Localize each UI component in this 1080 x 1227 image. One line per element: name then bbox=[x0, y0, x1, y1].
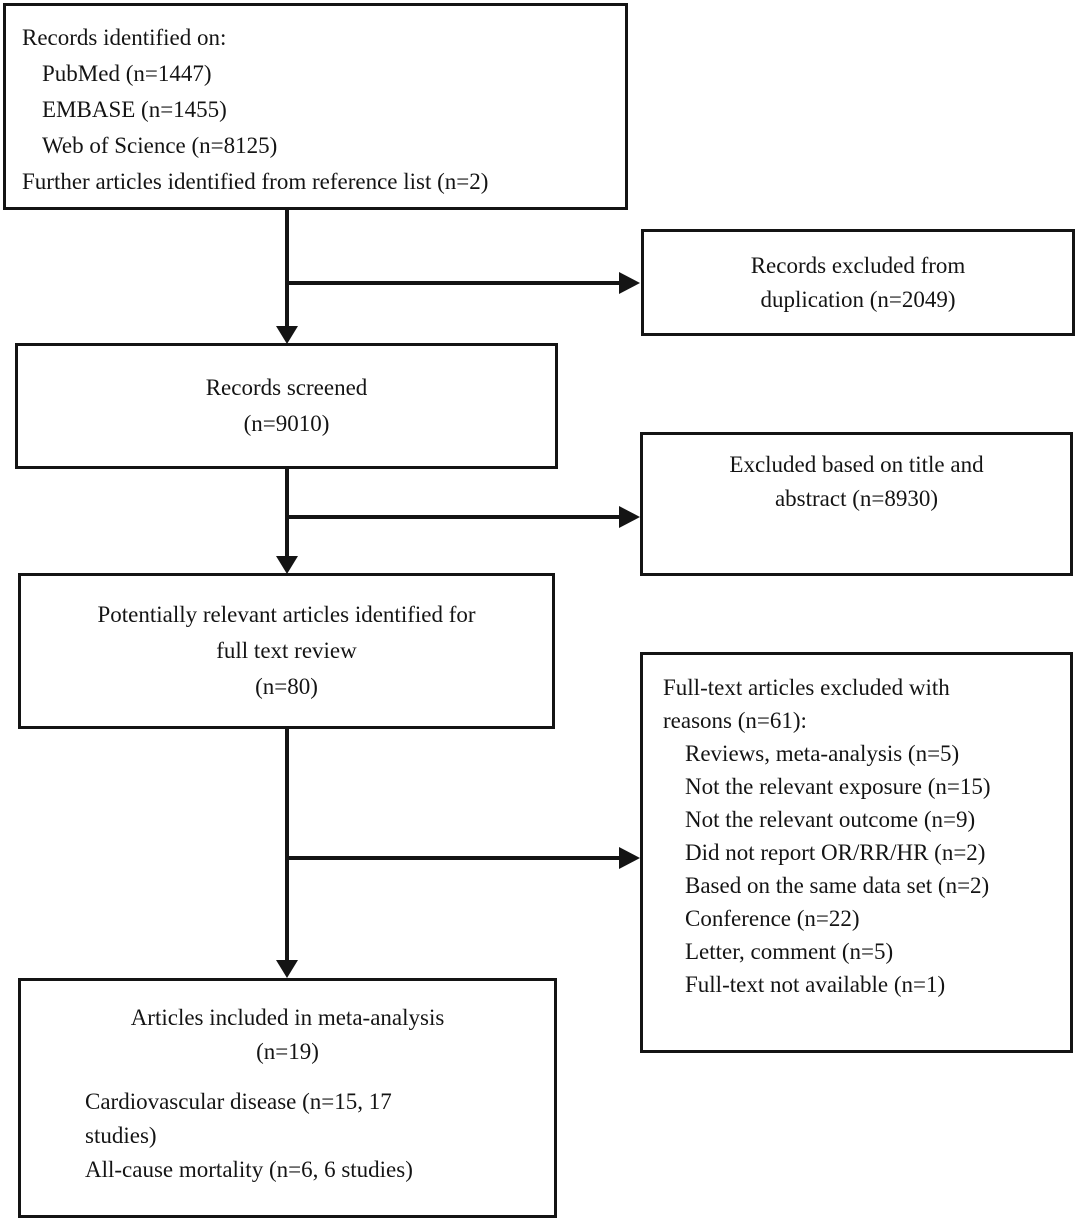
text-line: Did not report OR/RR/HR (n=2) bbox=[685, 840, 986, 865]
text-line: Not the relevant outcome (n=9) bbox=[685, 807, 976, 832]
text-line: reasons (n=61): bbox=[663, 708, 807, 733]
text-line: PubMed (n=1447) bbox=[42, 61, 212, 86]
text-line: (n=9010) bbox=[243, 411, 330, 436]
box-records-identified: Records identified on: PubMed (n=1447) E… bbox=[3, 3, 628, 210]
box-included-meta-analysis: Articles included in meta-analysis (n=19… bbox=[18, 978, 557, 1218]
box-fulltext-excluded: Full-text articles excluded with reasons… bbox=[640, 652, 1073, 1053]
flow-line-down-1 bbox=[285, 210, 289, 326]
arrowhead-down-icon bbox=[276, 556, 298, 574]
text-line: Articles included in meta-analysis bbox=[130, 1005, 445, 1030]
text-line: full text review bbox=[216, 638, 357, 663]
flow-line-down-2 bbox=[285, 469, 289, 556]
flow-line-branch-3 bbox=[285, 856, 620, 860]
text-line: (n=19) bbox=[256, 1039, 319, 1064]
text-line: Further articles identified from referen… bbox=[22, 169, 489, 194]
text-line: Full-text not available (n=1) bbox=[685, 972, 946, 997]
text-line: Not the relevant exposure (n=15) bbox=[685, 774, 991, 799]
text-line: studies) bbox=[85, 1123, 157, 1148]
box-duplication-excluded: Records excluded from duplication (n=204… bbox=[641, 229, 1075, 336]
text-line: Web of Science (n=8125) bbox=[42, 133, 278, 158]
text-line: Potentially relevant articles identified… bbox=[97, 602, 476, 627]
arrowhead-down-icon bbox=[276, 960, 298, 978]
text-line: (n=80) bbox=[255, 674, 318, 699]
text-line: Records identified on: bbox=[22, 25, 227, 50]
box-records-screened: Records screened (n=9010) bbox=[15, 343, 558, 469]
box-title-abstract-excluded: Excluded based on title and abstract (n=… bbox=[640, 432, 1073, 576]
text-line: Full-text articles excluded with bbox=[663, 675, 950, 700]
text-line: Conference (n=22) bbox=[685, 906, 860, 931]
text-line: abstract (n=8930) bbox=[774, 486, 939, 511]
text-line: Excluded based on title and bbox=[729, 452, 984, 477]
text-line: Based on the same data set (n=2) bbox=[685, 873, 990, 898]
text-line: Records excluded from bbox=[750, 252, 966, 278]
text-line: Letter, comment (n=5) bbox=[685, 939, 894, 964]
spacer bbox=[21, 1069, 554, 1085]
flow-line-down-3 bbox=[285, 729, 289, 960]
text-line: All-cause mortality (n=6, 6 studies) bbox=[85, 1157, 413, 1182]
arrowhead-down-icon bbox=[276, 326, 298, 344]
arrowhead-right-icon bbox=[619, 506, 640, 528]
arrowhead-right-icon bbox=[619, 847, 640, 869]
text-line: duplication (n=2049) bbox=[760, 286, 956, 312]
flow-line-branch-2 bbox=[285, 515, 620, 519]
text-line: EMBASE (n=1455) bbox=[42, 97, 227, 122]
text-line: Cardiovascular disease (n=15, 17 bbox=[85, 1089, 392, 1114]
flow-line-branch-1 bbox=[285, 281, 620, 285]
box-fulltext-review: Potentially relevant articles identified… bbox=[18, 573, 555, 729]
text-line: Records screened bbox=[205, 375, 368, 400]
text-line: Reviews, meta-analysis (n=5) bbox=[685, 741, 960, 766]
arrowhead-right-icon bbox=[619, 272, 640, 294]
